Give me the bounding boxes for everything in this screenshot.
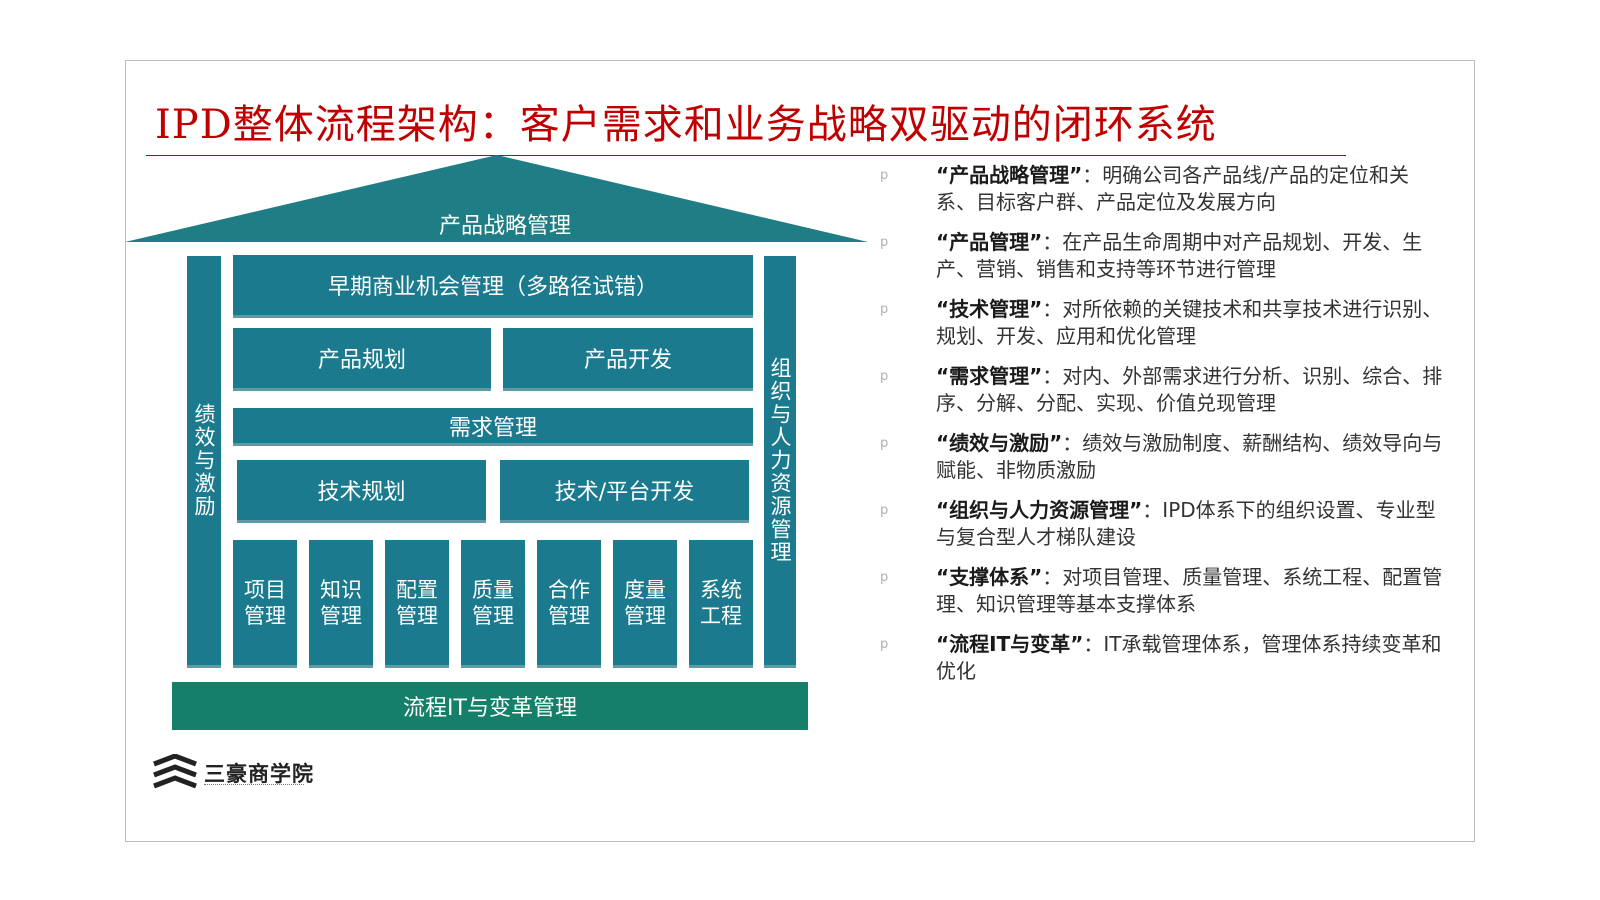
list-item: p “组织与人力资源管理”：IPD体系下的组织设置、专业型与复合型人才梯队建设 <box>880 497 1450 557</box>
bullet-description: 对所依赖的关键技术和共享技术进行识别、规划、开发、应用和优化管理 <box>936 297 1443 348</box>
support-label: 质量 管理 <box>472 577 514 628</box>
bullet-text: “需求管理”：对内、外部需求进行分析、识别、综合、排序、分解、分配、实现、价值兑… <box>936 363 1446 417</box>
list-item: p “产品管理”：在产品生命周期中对产品规划、开发、生产、营销、销售和支持等环节… <box>880 229 1450 289</box>
bullet-term: “绩效与激励” <box>936 431 1063 455</box>
bullet-term: “产品管理” <box>936 230 1043 254</box>
left-pillar: 绩效与激励 <box>187 256 221 668</box>
roof-label: 产品战略管理 <box>438 214 571 239</box>
support-label: 配置 管理 <box>396 577 438 628</box>
support-block-quality: 质量 管理 <box>461 540 525 668</box>
right-pillar-label: 组织与人力资源管理 <box>768 357 792 564</box>
bullet-marker: p <box>880 168 889 183</box>
roof-triangle <box>125 155 868 242</box>
bullet-marker: p <box>880 235 889 250</box>
support-label: 系统 工程 <box>700 577 742 628</box>
bullet-term: “技术管理” <box>936 297 1043 321</box>
support-label: 知识 管理 <box>320 577 362 628</box>
bullet-separator: ： <box>1042 565 1063 589</box>
bullet-text: “产品战略管理”：明确公司各产品线/产品的定位和关系、目标客户群、产品定位及发展… <box>936 162 1446 216</box>
bullet-text: “流程IT与变革”：IT承载管理体系，管理体系持续变革和优化 <box>936 631 1446 685</box>
bullet-marker: p <box>880 503 889 518</box>
page-title: IPD整体流程架构：客户需求和业务战略双驱动的闭环系统 <box>155 102 1217 148</box>
platform-development-block: 技术/平台开发 <box>500 460 749 523</box>
support-block-configuration: 配置 管理 <box>385 540 449 668</box>
list-item: p “流程IT与变革”：IT承载管理体系，管理体系持续变革和优化 <box>880 631 1450 691</box>
product-development-label: 产品开发 <box>583 348 672 373</box>
bullet-marker: p <box>880 302 889 317</box>
left-pillar-label: 绩效与激励 <box>192 403 216 518</box>
support-block-project: 项目 管理 <box>233 540 297 668</box>
product-development-block: 产品开发 <box>503 328 753 391</box>
bullet-term: “组织与人力资源管理” <box>936 498 1143 522</box>
product-planning-block: 产品规划 <box>233 328 491 391</box>
bullet-term: “流程IT与变革” <box>936 632 1084 656</box>
bullet-separator: ： <box>1042 364 1063 388</box>
list-item: p “需求管理”：对内、外部需求进行分析、识别、综合、排序、分解、分配、实现、价… <box>880 363 1450 423</box>
bullet-description: 对内、外部需求进行分析、识别、综合、排序、分解、分配、实现、价值兑现管理 <box>936 364 1443 415</box>
support-block-systems-engineering: 系统 工程 <box>689 540 753 668</box>
platform-development-label: 技术/平台开发 <box>554 480 695 505</box>
bullet-description: 绩效与激励制度、薪酬结构、绩效导向与赋能、非物质激励 <box>936 431 1443 482</box>
bullet-text: “组织与人力资源管理”：IPD体系下的组织设置、专业型与复合型人才梯队建设 <box>936 497 1446 551</box>
bullet-term: “产品战略管理” <box>936 163 1083 187</box>
bullet-marker: p <box>880 436 889 451</box>
title-divider <box>146 155 1346 156</box>
brand-logo: 三豪商学院 <box>152 752 314 796</box>
brand-tagline-line <box>204 784 304 788</box>
bullet-term: “需求管理” <box>936 364 1043 388</box>
support-label: 合作 管理 <box>548 577 590 628</box>
bullet-text: “支撑体系”：对项目管理、质量管理、系统工程、配置管理、知识管理等基本支撑体系 <box>936 564 1446 618</box>
bullet-marker: p <box>880 637 889 652</box>
foundation-block: 流程IT与变革管理 <box>172 682 808 730</box>
bullet-description: 在产品生命周期中对产品规划、开发、生产、营销、销售和支持等环节进行管理 <box>936 230 1423 281</box>
product-planning-label: 产品规划 <box>317 348 406 373</box>
bullet-separator: ： <box>1142 498 1163 522</box>
list-item: p “绩效与激励”：绩效与激励制度、薪酬结构、绩效导向与赋能、非物质激励 <box>880 430 1450 490</box>
bullet-marker: p <box>880 570 889 585</box>
bullet-description: IT承载管理体系，管理体系持续变革和优化 <box>936 632 1442 683</box>
bullet-separator: ： <box>1082 163 1103 187</box>
list-item: p “支撑体系”：对项目管理、质量管理、系统工程、配置管理、知识管理等基本支撑体… <box>880 564 1450 624</box>
bullet-description: 明确公司各产品线/产品的定位和关系、目标客户群、产品定位及发展方向 <box>936 163 1410 214</box>
list-item: p “技术管理”：对所依赖的关键技术和共享技术进行识别、规划、开发、应用和优化管… <box>880 296 1450 356</box>
requirement-management-label: 需求管理 <box>448 415 537 441</box>
technology-planning-label: 技术规划 <box>317 480 406 505</box>
support-block-metrics: 度量 管理 <box>613 540 677 668</box>
support-block-knowledge: 知识 管理 <box>309 540 373 668</box>
bullet-text: “技术管理”：对所依赖的关键技术和共享技术进行识别、规划、开发、应用和优化管理 <box>936 296 1446 350</box>
right-pillar: 组织与人力资源管理 <box>764 256 796 668</box>
opportunity-management-block: 早期商业机会管理（多路径试错） <box>233 255 753 318</box>
bullet-text: “绩效与激励”：绩效与激励制度、薪酬结构、绩效导向与赋能、非物质激励 <box>936 430 1446 484</box>
technology-planning-block: 技术规划 <box>237 460 486 523</box>
support-label: 项目 管理 <box>244 577 286 628</box>
foundation-label: 流程IT与变革管理 <box>403 696 577 721</box>
layered-chevron-logo-icon <box>153 754 197 789</box>
list-item: p “产品战略管理”：明确公司各产品线/产品的定位和关系、目标客户群、产品定位及… <box>880 162 1450 222</box>
requirement-management-block: 需求管理 <box>233 408 753 446</box>
support-block-cooperation: 合作 管理 <box>537 540 601 668</box>
bullet-separator: ： <box>1062 431 1083 455</box>
bullet-text: “产品管理”：在产品生命周期中对产品规划、开发、生产、营销、销售和支持等环节进行… <box>936 229 1446 283</box>
opportunity-management-label: 早期商业机会管理（多路径试错） <box>327 275 658 300</box>
bullet-separator: ： <box>1083 632 1104 656</box>
bullet-marker: p <box>880 369 889 384</box>
support-label: 度量 管理 <box>624 577 666 628</box>
bullet-description: IPD体系下的组织设置、专业型与复合型人才梯队建设 <box>936 498 1436 549</box>
roof-shape <box>125 155 868 242</box>
bullet-term: “支撑体系” <box>936 565 1043 589</box>
brand-name: 三豪商学院 <box>204 762 314 786</box>
bullet-description: 对项目管理、质量管理、系统工程、配置管理、知识管理等基本支撑体系 <box>936 565 1443 616</box>
bullet-separator: ： <box>1042 297 1063 321</box>
bullet-separator: ： <box>1042 230 1063 254</box>
